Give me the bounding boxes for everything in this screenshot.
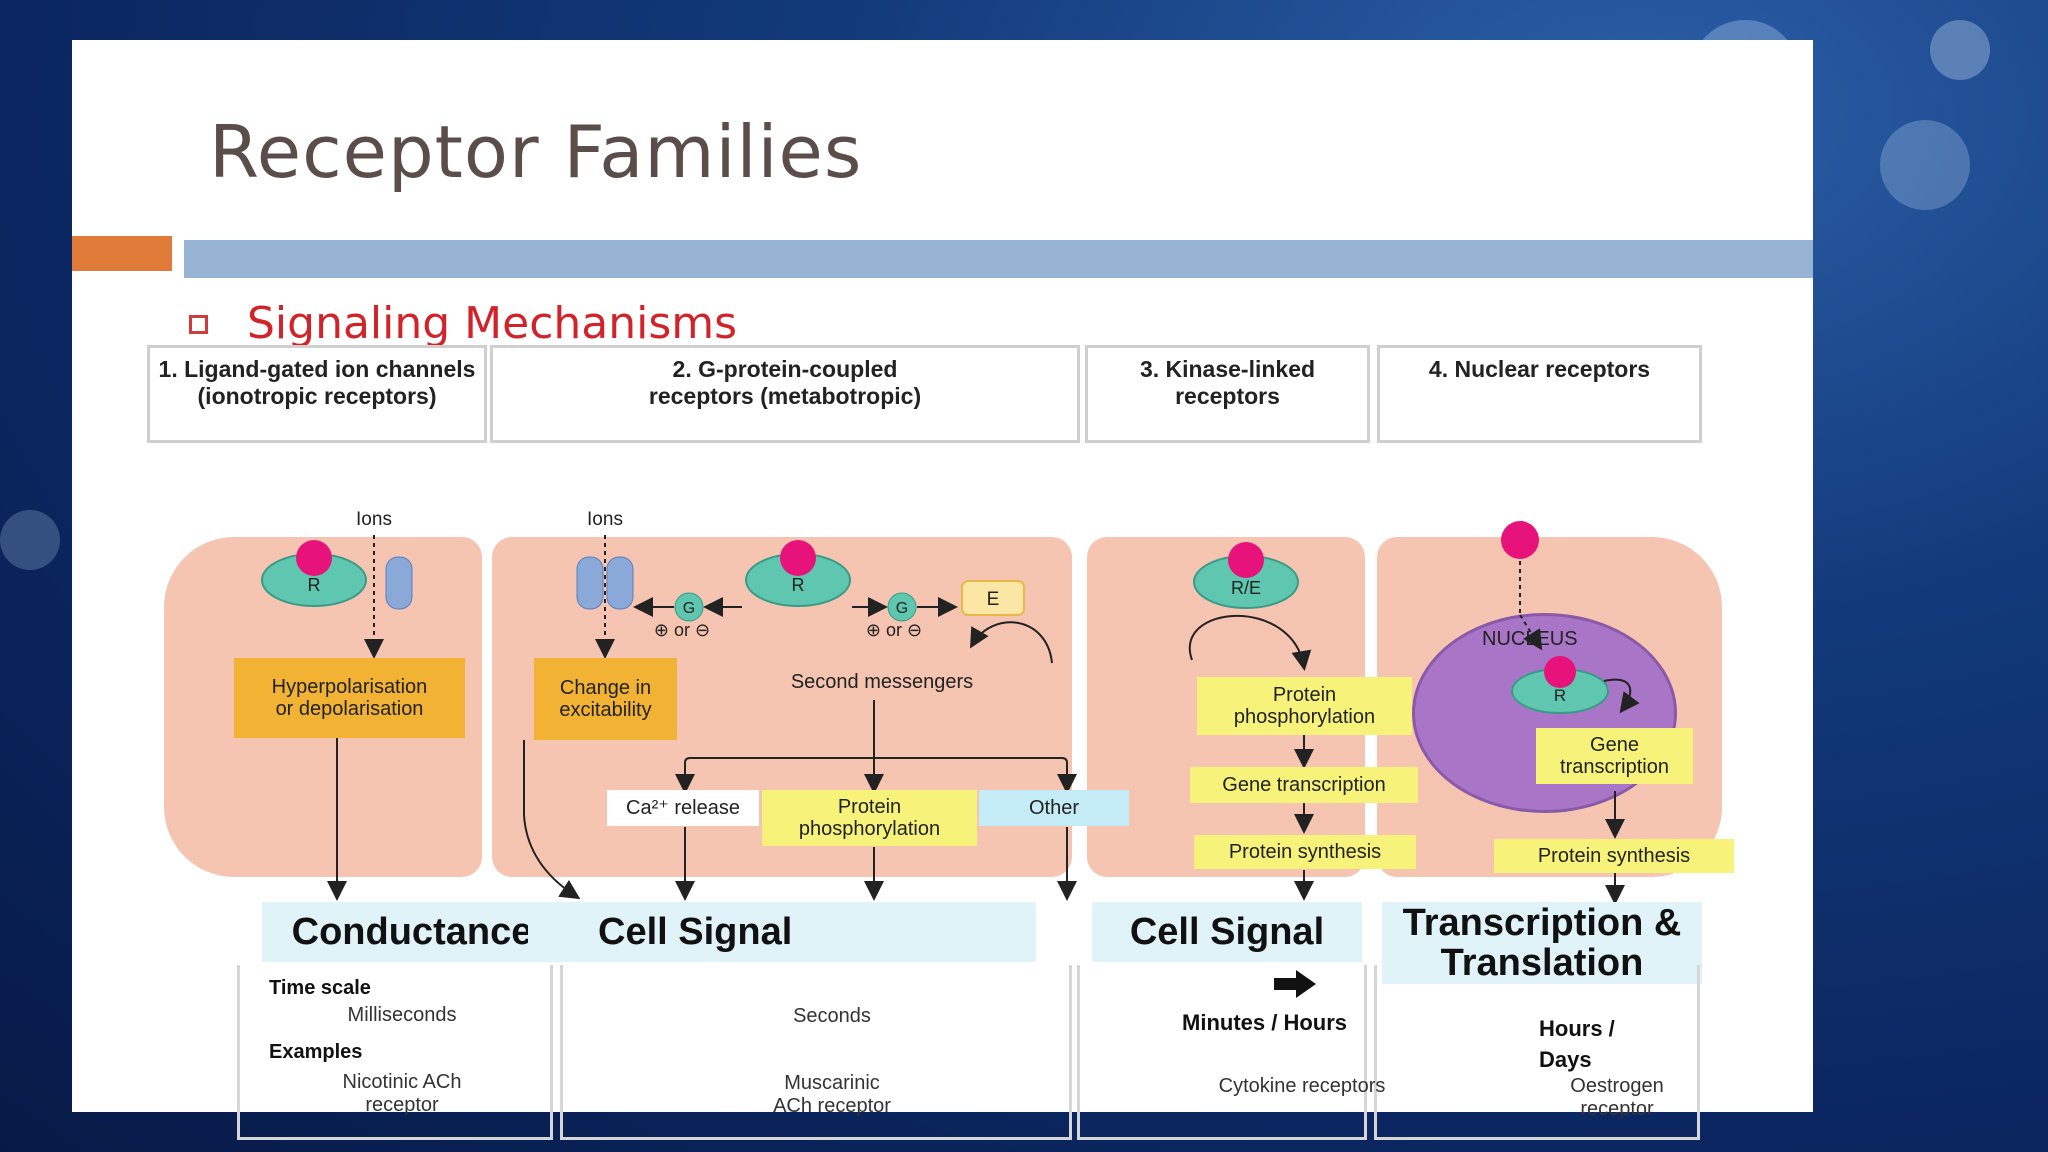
- accent-bar-blue: [184, 240, 1813, 278]
- box-protein-synthesis-col3: Protein synthesis: [1194, 835, 1416, 869]
- col3-time: Minutes / Hours: [1182, 1010, 1348, 1035]
- g-protein-left: [674, 592, 704, 622]
- header-gpcr: 2. G-protein-coupled receptors (metabotr…: [490, 345, 1080, 443]
- header-ligand-gated: 1. Ligand-gated ion channels (ionotropic…: [147, 345, 487, 443]
- ligand-col2: [780, 540, 816, 576]
- box-ca-release: Ca²⁺ release: [607, 790, 759, 826]
- examples-label: Examples: [269, 1041, 363, 1063]
- bullet-square-icon: [189, 315, 208, 334]
- outcome-cell-signal-kinase: Cell Signal: [1092, 902, 1362, 962]
- col1-example: Nicotinic ACh receptor: [342, 1071, 462, 1116]
- box-gene-transcription-col3: Gene transcription: [1190, 767, 1418, 803]
- col1-time: Milliseconds: [347, 1004, 457, 1026]
- receptor-label-col2: R: [792, 575, 805, 595]
- box-protein-phosphorylation-col2: Protein phosphorylation: [762, 790, 977, 846]
- outcome-cell-signal-gpcr: Cell Signal: [528, 902, 1036, 962]
- footer-col2: [560, 965, 1072, 1140]
- outcome-conductance: Conductance: [262, 902, 562, 962]
- receptor-label-col1: R: [308, 575, 321, 595]
- label-second-messengers: Second messengers: [790, 671, 974, 693]
- outcome-cell-signal-gpcr-label: Cell Signal: [598, 911, 793, 953]
- receptor-diagram: 1. Ligand-gated ion channels (ionotropic…: [142, 345, 1792, 1145]
- footer-col4: [1374, 965, 1700, 1140]
- ligand-col1: [296, 540, 332, 576]
- col4-time: Hours / Days: [1539, 1016, 1615, 1072]
- background-bubble: [1930, 20, 1990, 80]
- slide-subtitle: Signaling Mechanisms: [247, 298, 738, 349]
- col2-time: Seconds: [793, 1005, 871, 1027]
- box-hyperpolarisation: Hyperpolarisation or depolarisation: [234, 658, 465, 738]
- footer-arrow-graphic: [1274, 970, 1316, 998]
- footer-col3: [1077, 965, 1367, 1140]
- g-protein-right-label: G: [896, 600, 908, 617]
- g-protein-left-label: G: [683, 600, 695, 617]
- background-bubble: [0, 510, 60, 570]
- header-kinase-linked: 3. Kinase-linked receptors: [1085, 345, 1370, 443]
- ion-channel-col1: [385, 556, 413, 610]
- header-nuclear: 4. Nuclear receptors: [1377, 345, 1702, 443]
- outcome-transcription-translation: Transcription & Translation: [1382, 902, 1702, 984]
- modulation-right: ⊕ or ⊖: [866, 620, 922, 640]
- slide-title: Receptor Families: [209, 110, 863, 194]
- ligand-col3: [1228, 542, 1264, 578]
- ligand-free-col4: [1501, 521, 1539, 559]
- background-bubble: [1880, 120, 1970, 210]
- box-change-excitability: Change in excitability: [534, 658, 677, 740]
- box-protein-phosphorylation-col3: Protein phosphorylation: [1197, 677, 1412, 735]
- time-scale-label: Time scale: [269, 977, 371, 999]
- col4-example: Oestrogen receptor: [1570, 1075, 1664, 1120]
- ion-channel-col2-b: [606, 556, 634, 610]
- arrow-icon: [1274, 970, 1316, 998]
- receptor-label-col3: R/E: [1231, 578, 1261, 598]
- ions-label-col2: Ions: [587, 509, 623, 530]
- col3-example: Cytokine receptors: [1218, 1075, 1386, 1097]
- box-other: Other: [979, 790, 1129, 826]
- g-protein-right: [887, 592, 917, 622]
- box-gene-transcription-col4: Gene transcription: [1536, 728, 1693, 784]
- box-protein-synthesis-col4: Protein synthesis: [1494, 839, 1734, 873]
- ligand-col4: [1544, 656, 1576, 688]
- receptor-label-col4: R: [1554, 686, 1566, 705]
- ions-label-col1: Ions: [356, 509, 392, 530]
- col2-example: Muscarinic ACh receptor: [773, 1072, 891, 1117]
- slide: Receptor Families Signaling Mechanisms 1…: [72, 40, 1813, 1140]
- effector-label: E: [987, 589, 1000, 610]
- accent-bar-orange: [72, 236, 172, 271]
- footer-col1: [237, 965, 553, 1140]
- ion-channel-col2-a: [576, 556, 604, 610]
- modulation-left: ⊕ or ⊖: [654, 620, 710, 640]
- effector-box: [961, 580, 1025, 616]
